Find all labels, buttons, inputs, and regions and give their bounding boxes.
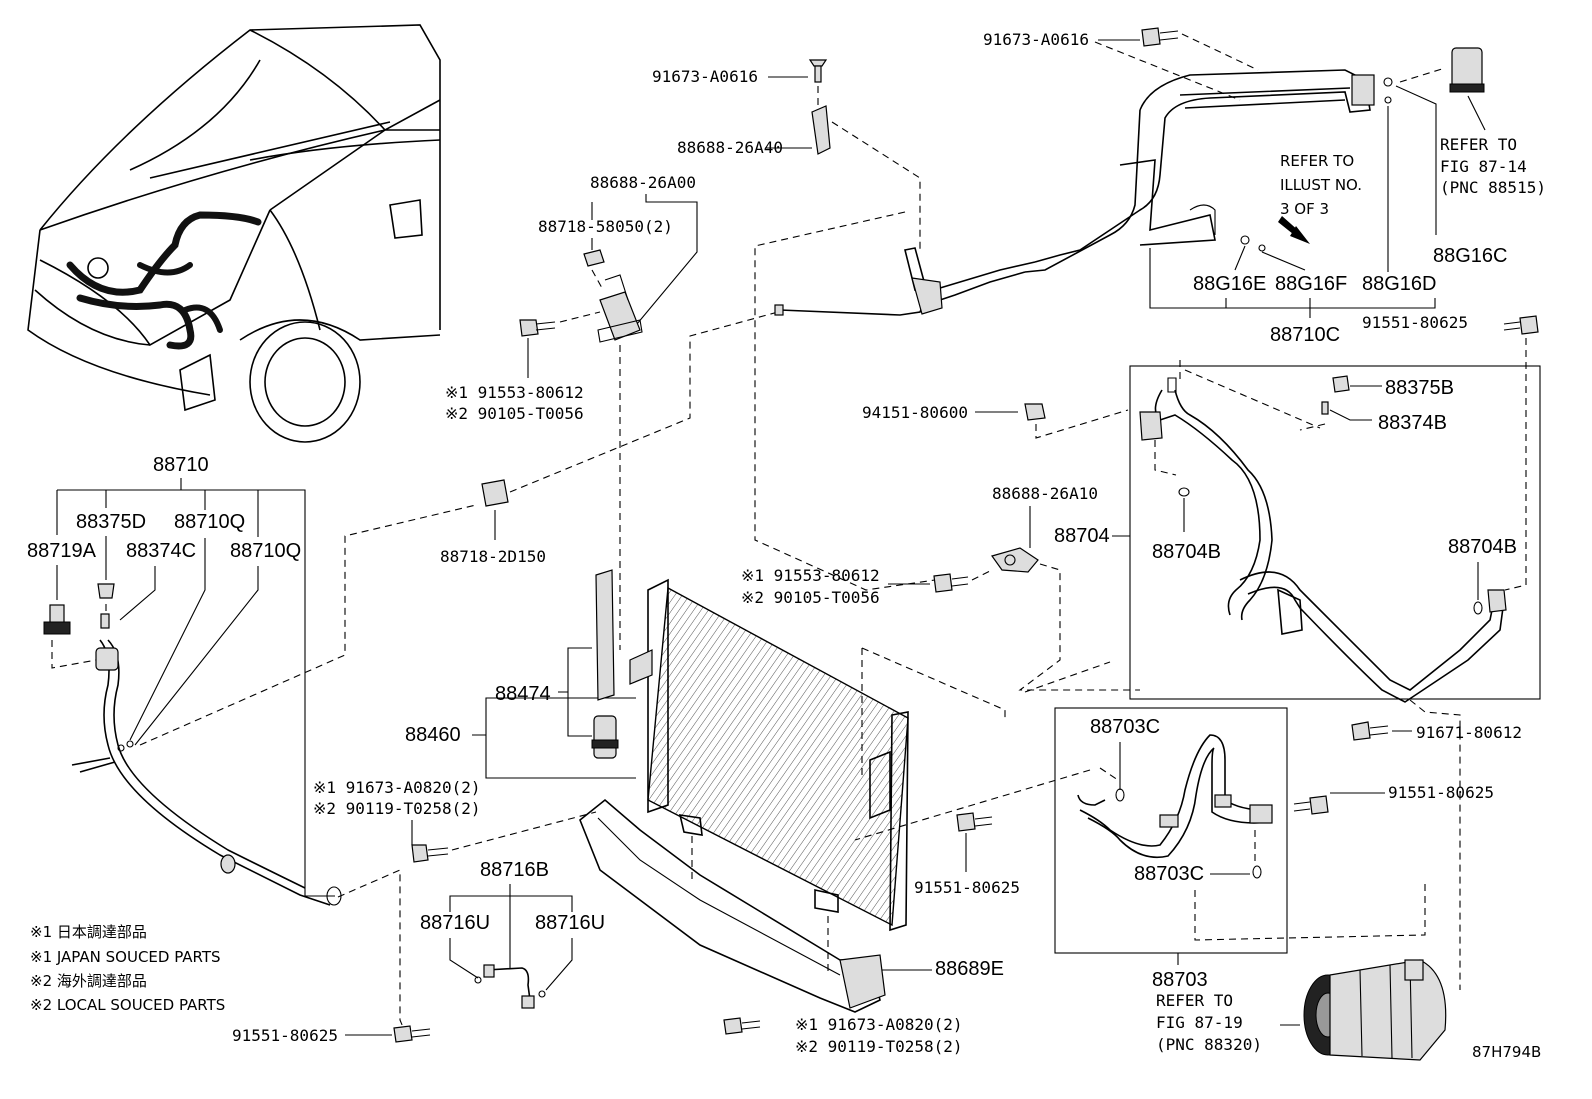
label-88710Q-a: 88710Q [174, 511, 245, 533]
label-90105-T0056-b: ※2 90105-T0056 [741, 588, 880, 607]
refer-fig-87-14-line3: (PNC 88515) [1440, 178, 1546, 197]
refer-arrow-icon [1278, 216, 1310, 244]
label-88716U-b: 88716U [535, 912, 605, 934]
refer-illust-line1: REFER TO [1280, 152, 1354, 170]
label-88G16F: 88G16F [1275, 273, 1347, 295]
pipe-assembly-88710C: 91673-A0616 REFER TO FIG 87-14 (PNC 8851… [754, 27, 1546, 591]
note-japan-en: ※1 JAPAN SOUCED PARTS [30, 948, 221, 966]
refer-fig-87-19-line2: FIG 87-19 [1156, 1013, 1243, 1032]
label-88703C-a: 88703C [1090, 716, 1160, 738]
label-91553-80612-a: ※1 91553-80612 [445, 383, 584, 402]
label-88718-2D150: 88718-2D150 [440, 547, 546, 566]
label-88375D: 88375D [76, 511, 146, 533]
label-88710C: 88710C [1270, 324, 1340, 346]
label-91673-A0616-top: 91673-A0616 [652, 67, 758, 86]
refer-fig-87-14-line2: FIG 87-14 [1440, 157, 1527, 176]
label-88716U-a: 88716U [420, 912, 490, 934]
refer-fig-87-14-line1: REFER TO [1440, 135, 1517, 154]
label-88710: 88710 [153, 454, 209, 476]
label-91551-80625-bottom-left: 91551-80625 [232, 1026, 338, 1045]
sourcing-notes: ※1 日本調達部品 ※1 JAPAN SOUCED PARTS ※2 海外調達部… [30, 923, 225, 1014]
label-88689E: 88689E [935, 958, 1004, 980]
label-94151-80600: 94151-80600 [862, 403, 968, 422]
label-90105-T0056-a: ※2 90105-T0056 [445, 404, 584, 423]
note-local-en: ※2 LOCAL SOUCED PARTS [30, 996, 225, 1014]
label-91551-80625-mid-right: 91551-80625 [1388, 783, 1494, 802]
label-88375B: 88375B [1385, 377, 1454, 399]
label-88716B: 88716B [480, 859, 549, 881]
label-88374C: 88374C [126, 540, 196, 562]
refer-illust-line2: ILLUST NO. [1280, 176, 1362, 194]
hose-assembly-88704: 91551-80625 94151-80600 88704 88375B 883… [741, 313, 1541, 990]
label-88719A: 88719A [27, 540, 97, 562]
label-91553-80612-b: ※1 91553-80612 [741, 566, 880, 585]
label-88688-26A00: 88688-26A00 [590, 173, 696, 192]
label-88704B-a: 88704B [1152, 541, 1221, 563]
upper-brackets: 91673-A0616 88688-26A40 88688-26A00 8871… [440, 59, 921, 650]
condenser-88460: 88460 88474 [405, 569, 1006, 975]
label-88G16C: 88G16C [1433, 245, 1508, 267]
vehicle-front-illustration [27, 24, 441, 443]
label-91673-A0616-top-right: 91673-A0616 [983, 30, 1089, 49]
label-88704: 88704 [1054, 525, 1110, 547]
label-88460: 88460 [405, 724, 461, 746]
label-88688-26A10: 88688-26A10 [992, 484, 1098, 503]
label-88688-26A40: 88688-26A40 [677, 138, 783, 157]
compressor-88320: REFER TO FIG 87-19 (PNC 88320) [1156, 959, 1447, 1061]
label-91671-80612: 91671-80612 [1416, 723, 1522, 742]
pipe-assembly-88710: 88710 88375D 88710Q 88719A 88374C 88710Q [27, 454, 477, 1033]
support-88689E: 88689E ※1 91673-A0820(2) ※2 90119-T0258(… [313, 778, 1004, 1056]
label-88G16D: 88G16D [1362, 273, 1437, 295]
refer-fig-87-19-line1: REFER TO [1156, 991, 1233, 1010]
illustration-code: 87H794B [1472, 1043, 1541, 1061]
label-88374B: 88374B [1378, 412, 1447, 434]
hose-assembly-88703: 88703C 88703C 88703 91551-80625 91551-80… [854, 707, 1494, 991]
hose-88703-box [1054, 707, 1288, 954]
note-local-jp: ※2 海外調達部品 [30, 972, 147, 990]
label-88718-58050: 88718-58050(2) [538, 217, 673, 236]
label-90119-T0258-a: ※2 90119-T0258(2) [313, 799, 481, 818]
label-91551-80625-right-top: 91551-80625 [1362, 313, 1468, 332]
label-91551-80625-mid: 91551-80625 [914, 878, 1020, 897]
label-88704B-b: 88704B [1448, 536, 1517, 558]
label-88474: 88474 [495, 683, 551, 705]
label-91673-A0820-b: ※1 91673-A0820(2) [795, 1015, 963, 1034]
hose-88704-box [1129, 365, 1541, 700]
label-90119-T0258-b: ※2 90119-T0258(2) [795, 1037, 963, 1056]
refer-fig-87-19-line3: (PNC 88320) [1156, 1035, 1262, 1054]
label-88710Q-b: 88710Q [230, 540, 301, 562]
label-91673-A0820-a: ※1 91673-A0820(2) [313, 778, 481, 797]
refer-illust-line3: 3 OF 3 [1280, 200, 1329, 218]
label-88703: 88703 [1152, 969, 1208, 991]
pipe-88716B: 88716B 88716U 88716U 91551-80625 [232, 859, 605, 1045]
label-88G16E: 88G16E [1193, 273, 1266, 295]
label-88703C-b: 88703C [1134, 863, 1204, 885]
note-japan-jp: ※1 日本調達部品 [30, 923, 147, 941]
